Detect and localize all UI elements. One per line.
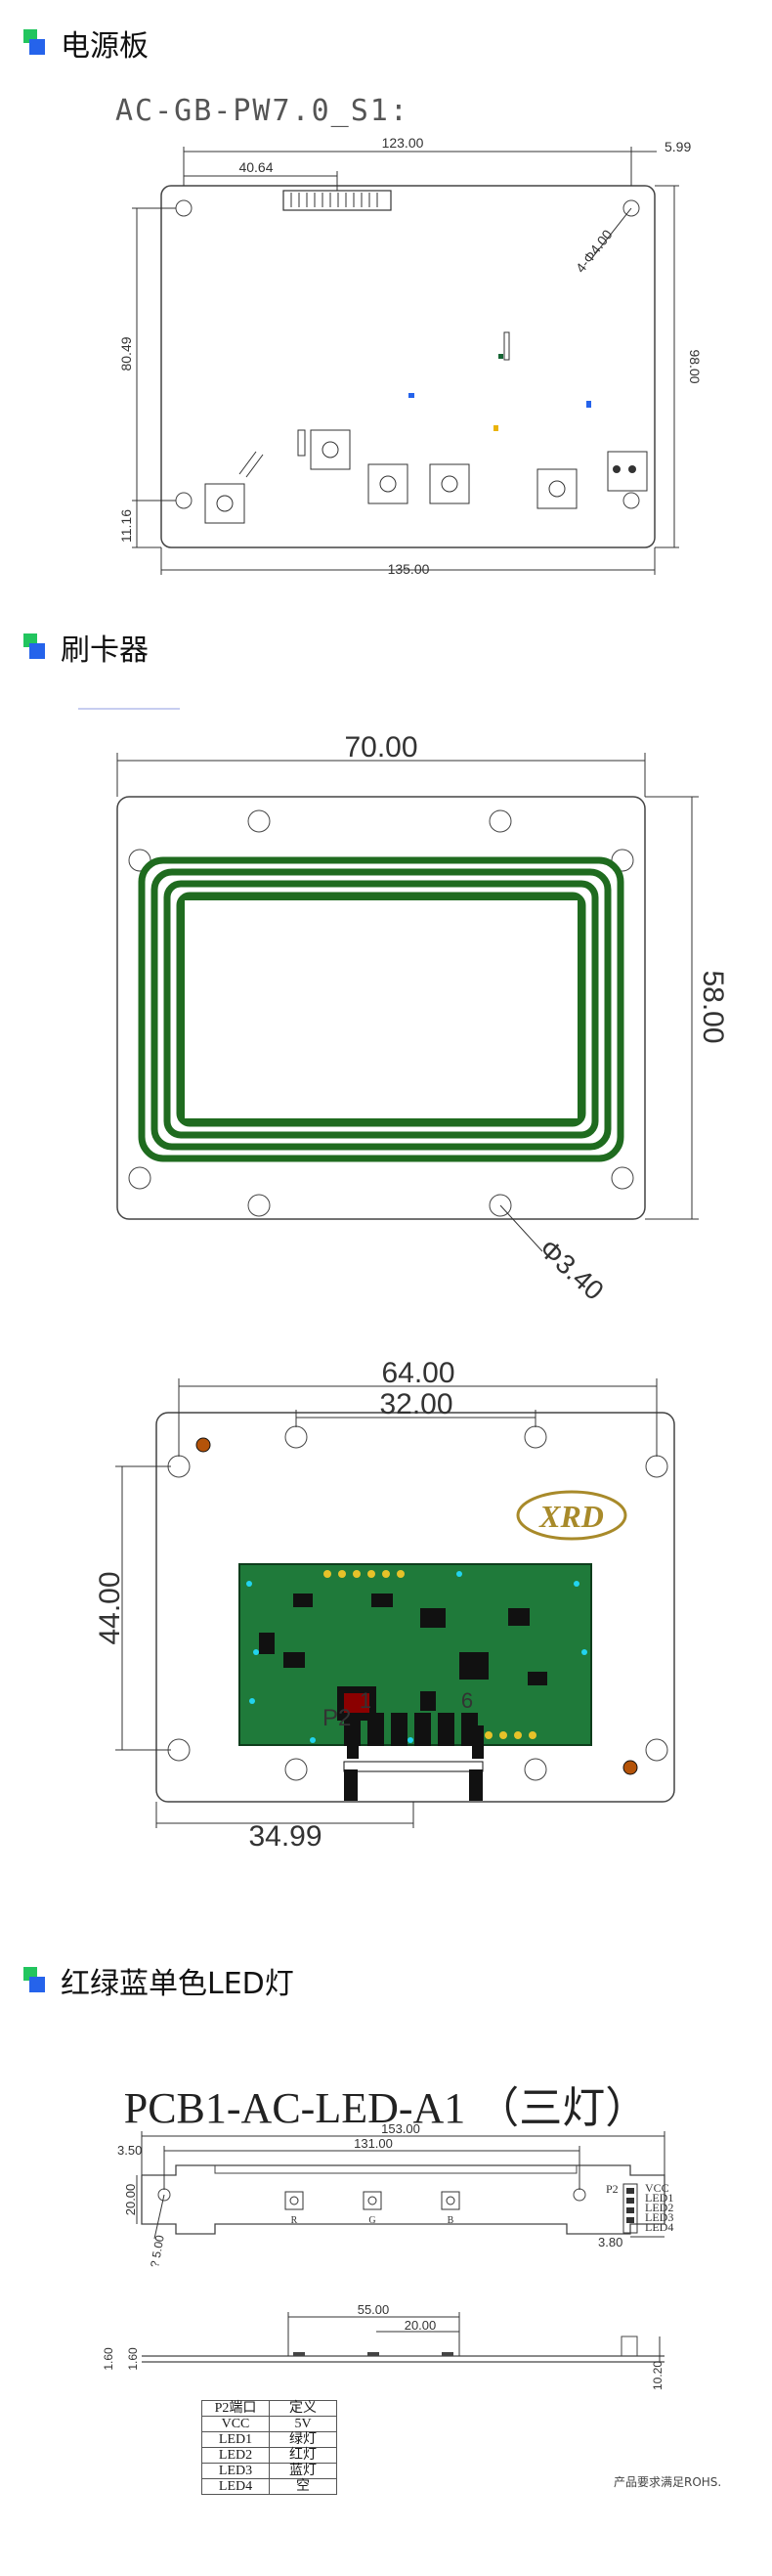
led-g xyxy=(363,2191,382,2210)
led-label-b: B xyxy=(448,2215,454,2226)
led-dim-corner: ? 5.00 xyxy=(148,2234,167,2269)
led-board-drawing: R G B P2 VCC LED1 LED2 LED3 LED4 153.00 … xyxy=(102,2121,673,2390)
table-cell: LED4 xyxy=(201,2478,270,2495)
p2-connector xyxy=(344,1713,484,1759)
power-switch-5 xyxy=(536,468,578,509)
led-dim-left: 3.50 xyxy=(117,2143,142,2158)
section-title-text: 红绿蓝单色LED灯 xyxy=(61,1967,294,2001)
section-title-text: 电源板 xyxy=(61,29,149,64)
power-dim-hole-height: 80.49 xyxy=(118,336,134,371)
power-dim-bottom: 11.16 xyxy=(118,509,134,543)
led-dim-height: 20.00 xyxy=(123,2184,138,2216)
table-row: P2端口定义 xyxy=(201,2400,337,2417)
led-dim-thick1: 1.60 xyxy=(102,2347,115,2371)
power-board-outline xyxy=(160,185,656,548)
power-hole-tr xyxy=(622,199,640,217)
section-icon xyxy=(23,633,51,661)
power-dim-height: 98.00 xyxy=(687,349,703,383)
back-dim-hole-span: 32.00 xyxy=(379,1388,452,1420)
section-title-card-reader: 刷卡器 xyxy=(23,630,149,668)
led-pin-1: LED1 xyxy=(645,2191,673,2205)
front-dim-hole: Φ3.40 xyxy=(534,1233,610,1305)
table-cell: LED3 xyxy=(201,2463,270,2479)
power-model-label: AC-GB-PW7.0_S1: xyxy=(115,94,409,128)
table-cell: 定义 xyxy=(269,2400,337,2417)
table-cell: 蓝灯 xyxy=(269,2463,337,2479)
p2-pin-first: 1 xyxy=(360,1688,371,1713)
led-dim-inner: 131.00 xyxy=(354,2136,393,2151)
card-reader-back-drawing: XRD P2 1 6 64.00 xyxy=(94,1357,675,1853)
power-hole-br xyxy=(622,492,640,509)
led-p2-label: P2 xyxy=(606,2182,619,2196)
power-dim-connector: 40.64 xyxy=(238,159,273,175)
led-dim-thick2: 1.60 xyxy=(126,2347,140,2371)
section-title-power: 电源板 xyxy=(23,25,149,64)
table-cell: 5V xyxy=(269,2416,337,2432)
xrd-logo xyxy=(516,1490,627,1541)
led-p2-connector xyxy=(622,2183,638,2234)
power-switch-1 xyxy=(204,483,245,524)
power-switch-4 xyxy=(429,463,470,504)
power-dim-hole-span: 123.00 xyxy=(382,135,424,151)
section-icon xyxy=(23,29,51,57)
p2-label: P2 xyxy=(322,1705,351,1731)
led-dim-right: 3.80 xyxy=(598,2235,622,2249)
led-r xyxy=(284,2191,304,2210)
table-cell: LED2 xyxy=(201,2447,270,2464)
table-cell: 红灯 xyxy=(269,2447,337,2464)
led-pin-3: LED3 xyxy=(645,2210,673,2224)
table-cell: P2端口 xyxy=(201,2400,270,2417)
power-switch-2 xyxy=(310,429,351,470)
table-cell: LED1 xyxy=(201,2431,270,2448)
section-title-led: 红绿蓝单色LED灯 xyxy=(23,1963,294,2001)
led-pin-4: LED4 xyxy=(645,2220,673,2234)
led-b xyxy=(441,2191,460,2210)
back-dim-height: 44.00 xyxy=(94,1571,126,1644)
led-dim-depth: 10.20 xyxy=(651,2361,665,2390)
front-dim-height: 58.00 xyxy=(697,970,729,1043)
back-dim-width: 64.00 xyxy=(381,1357,454,1389)
power-board-drawing: 123.00 40.64 5.99 4-Φ4.00 98.00 80.49 11… xyxy=(118,135,703,577)
led-label-g: G xyxy=(368,2215,375,2226)
led-model-title: PCB1-AC-LED-A1 （三灯） xyxy=(123,2084,649,2132)
table-cell: 空 xyxy=(269,2478,337,2495)
table-cell: VCC xyxy=(201,2416,270,2432)
card-reader-front-drawing: 70.00 58.00 Φ3.40 xyxy=(116,731,729,1306)
table-cell: 绿灯 xyxy=(269,2431,337,2448)
xrd-logo-text: XRD xyxy=(538,1499,604,1534)
p2-pin-last: 6 xyxy=(461,1688,473,1713)
led-dim-width: 153.00 xyxy=(381,2121,420,2136)
back-dim-connector: 34.99 xyxy=(248,1820,322,1853)
power-switch-3 xyxy=(367,463,408,504)
power-connector-2 xyxy=(607,451,648,492)
front-dim-width: 70.00 xyxy=(344,731,417,764)
led-dim-slot: 55.00 xyxy=(358,2302,390,2317)
led-board-outline xyxy=(141,2164,665,2235)
divider xyxy=(78,708,180,710)
rohs-note: 产品要求满足ROHS. xyxy=(614,2475,722,2489)
led-dim-slot-half: 20.00 xyxy=(405,2318,437,2333)
section-title-text: 刷卡器 xyxy=(61,633,149,668)
led-label-r: R xyxy=(291,2215,298,2226)
led-pin-vcc: VCC xyxy=(645,2181,669,2195)
power-dim-right: 5.99 xyxy=(665,139,691,154)
power-dim-width: 135.00 xyxy=(388,561,430,577)
led-pin-2: LED2 xyxy=(645,2201,673,2214)
antenna-coil xyxy=(138,856,624,1162)
section-icon xyxy=(23,1967,51,1994)
